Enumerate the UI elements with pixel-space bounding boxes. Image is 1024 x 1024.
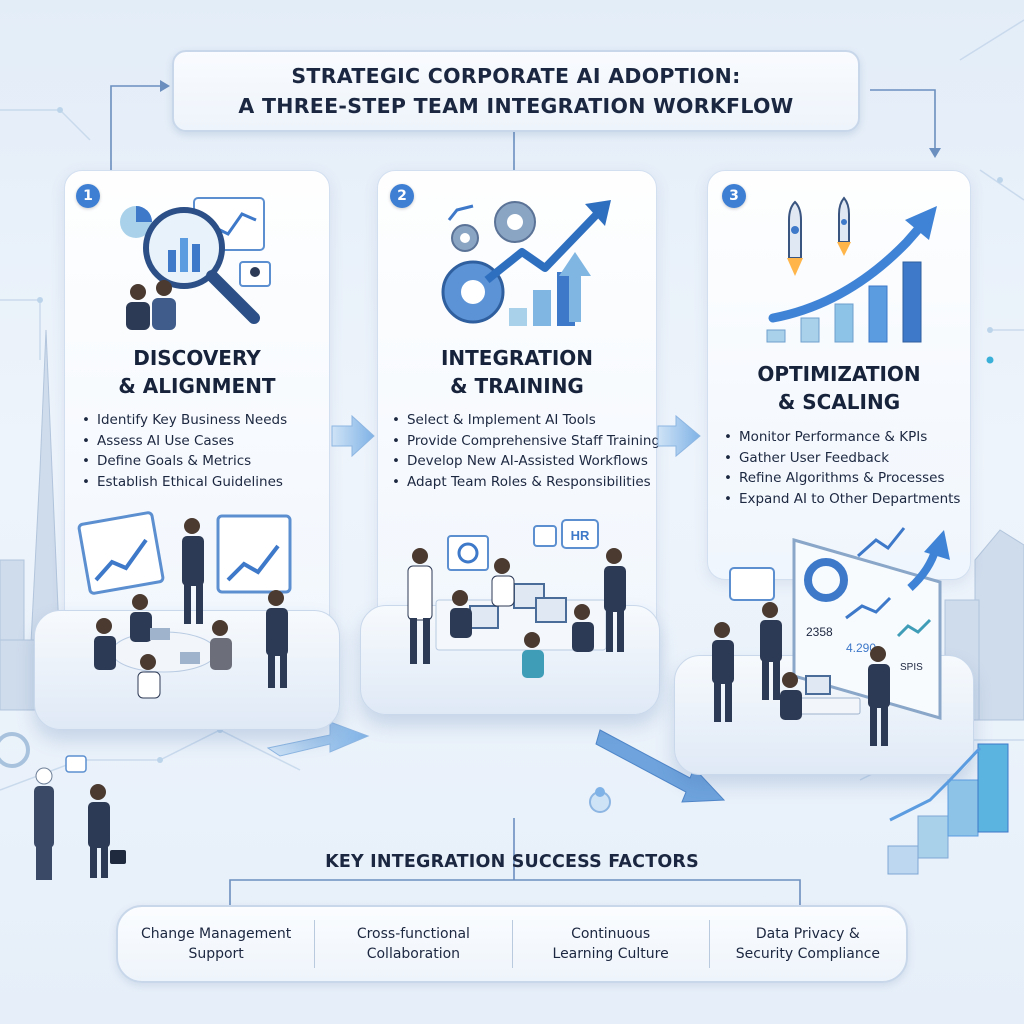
success-factor-label: Change Management Support	[140, 926, 292, 962]
step-1-bullet: Establish Ethical Guidelines	[82, 472, 287, 493]
step-3-title-line-2: & SCALING	[777, 390, 901, 414]
step-1-bullet: Identify Key Business Needs	[82, 410, 287, 431]
step-2-bullet: Provide Comprehensive Staff Training	[392, 431, 660, 452]
success-factor-label: Data Privacy & Security Compliance	[735, 926, 881, 962]
step-1-title-line-2: & ALIGNMENT	[118, 374, 276, 398]
success-factor-label: Continuous Learning Culture	[552, 926, 669, 962]
step-2-bullet-list: Select & Implement AI Tools Provide Comp…	[392, 410, 660, 492]
metric-c-label: SPIS	[900, 662, 923, 673]
step-2-bullet: Develop New AI-Assisted Workflows	[392, 451, 660, 472]
step-3-bullet: Expand AI to Other Departments	[724, 489, 960, 510]
success-factor-item: Continuous Learning Culture	[511, 920, 709, 968]
arrow-lower-right-icon	[595, 729, 726, 803]
step-1-bullet: Define Goals & Metrics	[82, 451, 287, 472]
metric-b-label: 4.290	[846, 641, 876, 655]
step-3-bullet: Refine Algorithms & Processes	[724, 468, 960, 489]
step-3-bullet: Gather User Feedback	[724, 448, 960, 469]
step-1-number-badge: 1	[76, 184, 100, 208]
arrow-step-2-to-3-icon	[657, 414, 701, 458]
arrow-step-1-to-2-icon	[331, 414, 375, 458]
step-2-number-badge: 2	[390, 184, 414, 208]
success-factors-box: Change Management Support Cross-function…	[116, 905, 908, 983]
success-factor-item: Cross-functional Collaboration	[314, 920, 511, 968]
step-2-bullet: Select & Implement AI Tools	[392, 410, 660, 431]
discovery-illustration	[120, 197, 271, 330]
step-2-title-line-2: & TRAINING	[450, 374, 584, 398]
step-2-bullet: Adapt Team Roles & Responsibilities	[392, 472, 660, 493]
step-1-bullet-list: Identify Key Business Needs Assess AI Us…	[82, 410, 287, 492]
success-factor-item: Change Management Support	[118, 920, 314, 968]
title-box: STRATEGIC CORPORATE AI ADOPTION: A THREE…	[172, 50, 860, 132]
title-line-1: STRATEGIC CORPORATE AI ADOPTION:	[291, 64, 741, 88]
success-factor-label: Cross-functional Collaboration	[356, 926, 470, 962]
title-line-2: A THREE-STEP TEAM INTEGRATION WORKFLOW	[238, 94, 794, 118]
step-1-title: DISCOVERY & ALIGNMENT	[64, 344, 330, 400]
arrow-lower-left-icon	[266, 721, 370, 757]
step-3-bullet-list: Monitor Performance & KPIs Gather User F…	[724, 427, 960, 509]
step-2-title-line-1: INTEGRATION	[440, 346, 594, 370]
success-factors-title: KEY INTEGRATION SUCCESS FACTORS	[325, 852, 699, 872]
step-3-bullet: Monitor Performance & KPIs	[724, 427, 960, 448]
success-factor-item: Data Privacy & Security Compliance	[708, 920, 906, 968]
step-1-title-line-1: DISCOVERY	[133, 346, 261, 370]
step-2-title: INTEGRATION & TRAINING	[377, 344, 657, 400]
optimization-illustration	[766, 196, 937, 343]
integration-illustration	[441, 200, 611, 326]
step-1-bullet: Assess AI Use Cases	[82, 431, 287, 452]
step-3-title: OPTIMIZATION & SCALING	[707, 360, 971, 416]
metric-a-label: 2358	[806, 625, 833, 639]
hr-tag-label: HR	[571, 528, 590, 543]
step-3-title-line-1: OPTIMIZATION	[757, 362, 921, 386]
step-3-number-badge: 3	[722, 184, 746, 208]
